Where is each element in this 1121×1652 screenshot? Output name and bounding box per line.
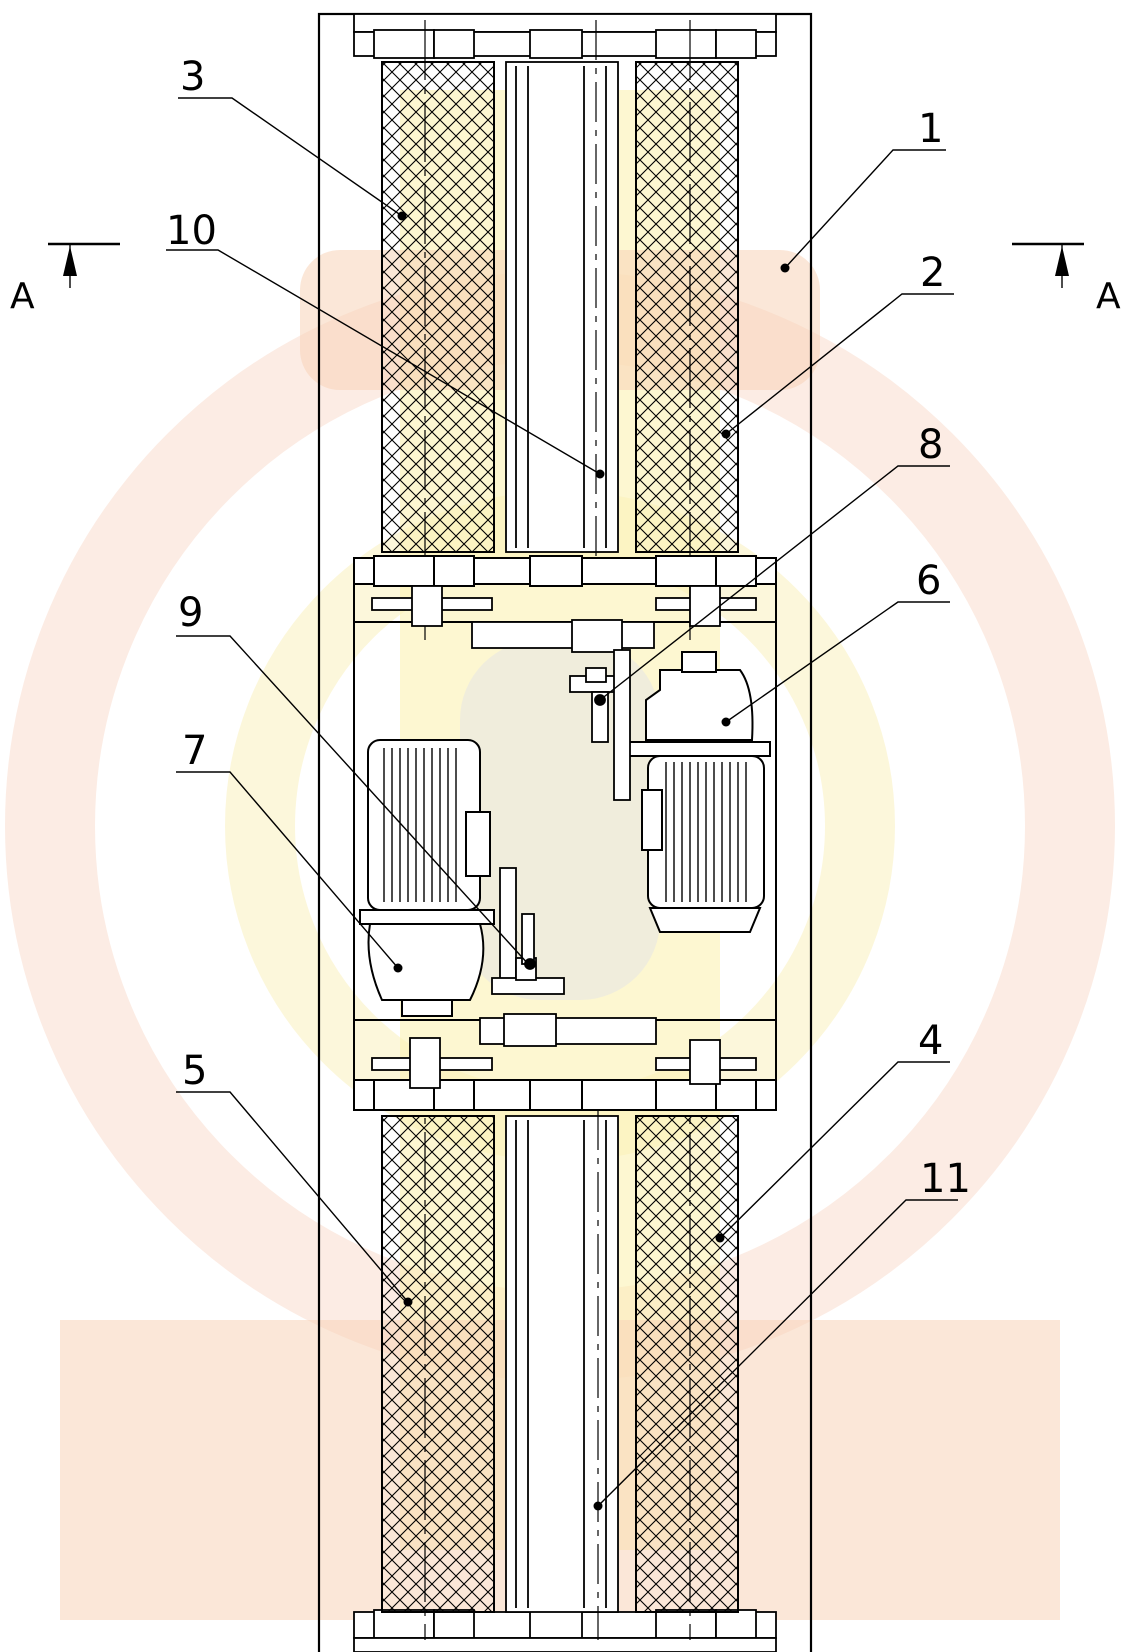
callout-6: 6 [916, 558, 941, 604]
tensioner-lower [491, 867, 565, 995]
leader-dots [393, 211, 790, 1511]
callout-7: 7 [182, 728, 207, 774]
motor-gearbox-left [359, 739, 495, 1017]
callout-10: 10 [166, 208, 217, 254]
callout-2: 2 [920, 250, 945, 296]
lower-roller-left [381, 1050, 495, 1640]
lower-belt [505, 1110, 619, 1640]
callout-8: 8 [918, 422, 943, 468]
upper-roller-right [635, 20, 739, 640]
callout-9: 9 [178, 590, 203, 636]
leader-lines [166, 97, 958, 1507]
bottom-bearing-bar [353, 1609, 777, 1652]
callout-5: 5 [182, 1048, 207, 1094]
lower-sprockets [371, 1013, 757, 1089]
section-letter-left: A [10, 276, 35, 317]
callout-11: 11 [920, 1156, 971, 1202]
section-letter-right: A [1096, 276, 1121, 317]
callout-4: 4 [918, 1018, 943, 1064]
upper-belt [505, 20, 619, 560]
lower-roller-right [635, 1050, 739, 1640]
tensioner-upper [569, 649, 631, 801]
upper-roller-left [381, 20, 495, 640]
top-bearing-bar [353, 13, 777, 59]
callout-3: 3 [180, 54, 205, 100]
callout-1: 1 [918, 106, 943, 152]
section-marker-left [48, 242, 120, 288]
upper-sprockets [371, 585, 757, 653]
section-marker-right [1012, 242, 1084, 288]
